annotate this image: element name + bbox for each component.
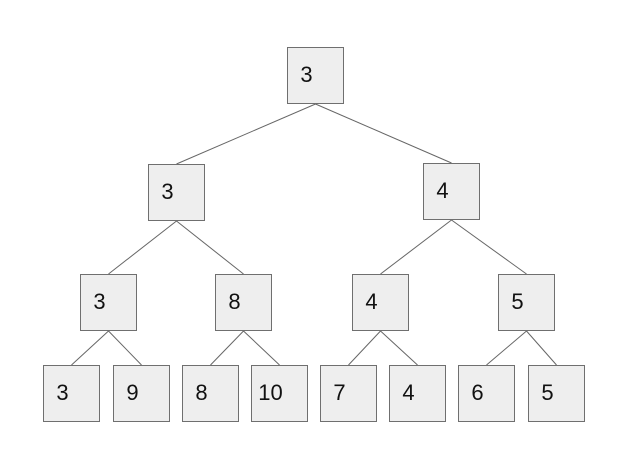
tree-node-value: 5	[511, 288, 524, 314]
tree-node-value: 3	[93, 288, 106, 314]
tree-edge	[243, 330, 280, 366]
tree-edge	[71, 330, 109, 366]
tree-node-level4: 10	[251, 365, 308, 422]
tree-node-level3: 8	[215, 274, 272, 331]
tree-edge	[380, 330, 418, 366]
tree-edge	[451, 219, 527, 275]
tree-node-value: 6	[471, 379, 484, 405]
tree-node-value: 3	[161, 178, 174, 204]
tree-node-value: 8	[228, 288, 241, 314]
tree-node-value: 4	[436, 177, 449, 203]
tree-edge	[315, 103, 452, 164]
tree-node-value: 3	[300, 61, 313, 87]
tree-edge	[176, 220, 244, 275]
tree-node-level3: 5	[498, 274, 555, 331]
tree-edge	[348, 330, 381, 366]
tree-node-value: 7	[333, 379, 346, 405]
tree-edge	[210, 330, 244, 366]
tree-node-level2: 4	[423, 163, 480, 220]
tree-node-level3: 4	[352, 274, 409, 331]
tree-node-level4: 5	[528, 365, 585, 422]
tree-edge	[526, 330, 557, 366]
tree-node-value: 5	[541, 379, 554, 405]
tree-edge	[486, 330, 527, 366]
tree-node-level2: 3	[148, 164, 205, 221]
tree-node-value: 8	[195, 379, 208, 405]
tree-edge	[380, 219, 452, 275]
tree-node-level4: 4	[389, 365, 446, 422]
tree-node-value: 10	[258, 379, 283, 405]
tree-node-value: 9	[126, 379, 139, 405]
tree-node-level4: 8	[182, 365, 239, 422]
tree-node-value: 3	[56, 379, 69, 405]
tree-edge	[176, 103, 316, 165]
tree-node-level4: 9	[113, 365, 170, 422]
tree-node-value: 4	[402, 379, 415, 405]
tree-edge	[108, 220, 177, 275]
tree-node-level1: 3	[287, 47, 344, 104]
tree-node-level4: 6	[458, 365, 515, 422]
tree-node-level4: 3	[43, 365, 100, 422]
tree-node-level4: 7	[320, 365, 377, 422]
tree-edge	[108, 330, 142, 366]
tree-node-level3: 3	[80, 274, 137, 331]
tree-node-value: 4	[365, 288, 378, 314]
